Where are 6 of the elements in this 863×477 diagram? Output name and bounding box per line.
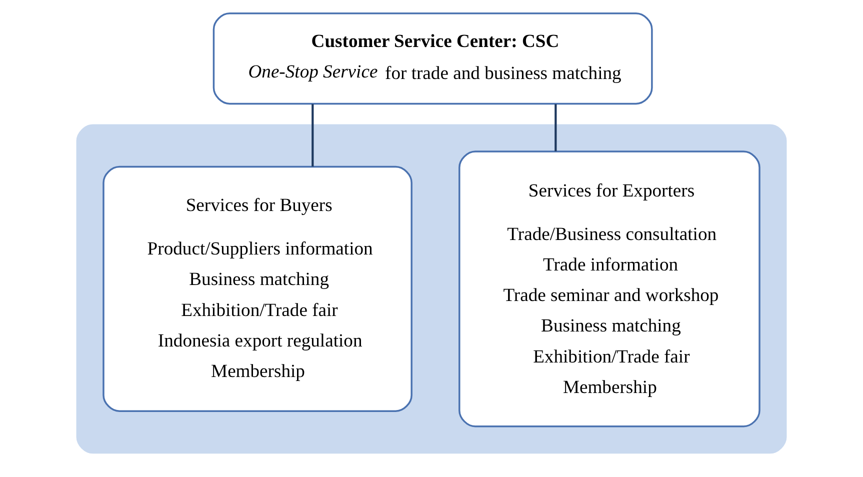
connector <box>312 104 314 167</box>
node-box: Customer Service Center: CSC One-Stop Service for trade and business matching <box>212 12 653 105</box>
connector <box>554 104 557 152</box>
node-box: Services for Exporters Trade/Business consultation Trade information Trade seminar and workshop Business matching Exhibition/Trade fair Membership <box>458 150 760 428</box>
node-box: Services for Buyers Product/Suppliers information Business matching Exhibition/Trade fair Indonesia export regulation Membership <box>102 166 412 412</box>
cluster <box>76 124 787 454</box>
